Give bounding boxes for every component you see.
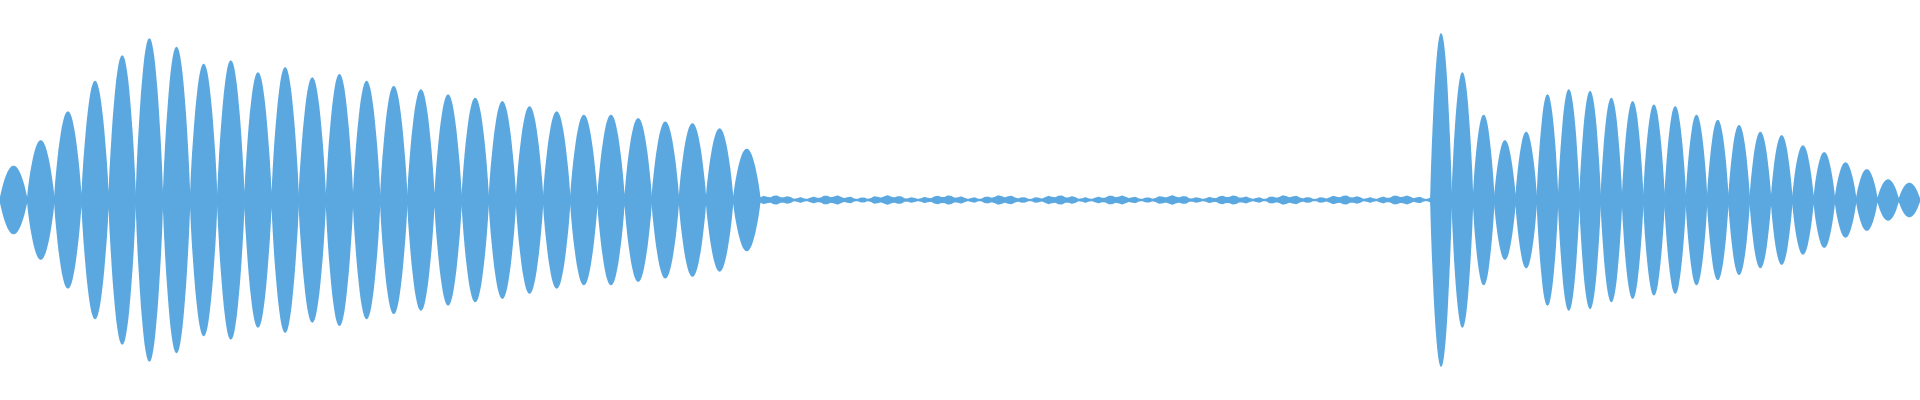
waveform-silence <box>760 195 1431 205</box>
waveform-pulse <box>597 114 625 286</box>
waveform-pulse <box>651 121 680 279</box>
waveform-pulse <box>407 89 435 311</box>
waveform-pulse <box>1855 169 1878 231</box>
waveform-pulse <box>1579 90 1601 310</box>
waveform-pulse <box>624 118 652 282</box>
waveform-pulse <box>379 85 408 315</box>
waveform-pulse <box>216 60 245 340</box>
waveform-pulse <box>1792 145 1814 255</box>
waveform-pulse <box>1472 114 1495 286</box>
waveform-pulse <box>271 67 299 333</box>
waveform-pulse <box>189 63 218 337</box>
waveform-pulse <box>569 114 598 286</box>
waveform-pulse <box>1536 94 1559 306</box>
waveform-pulse <box>1749 131 1772 269</box>
waveform-pulse <box>1621 101 1644 299</box>
waveform-pulse <box>162 46 191 354</box>
waveform-pulse <box>1515 131 1538 269</box>
waveform-pulse <box>1770 135 1793 265</box>
waveform-pulse <box>244 72 272 328</box>
waveform-pulse <box>26 140 55 260</box>
waveform-pulse <box>135 38 164 362</box>
waveform-pulse <box>542 111 571 289</box>
waveform-pulse <box>352 80 381 320</box>
waveform-pulse <box>1877 179 1899 221</box>
waveform-pulse <box>1494 140 1516 260</box>
waveform-pulse <box>1834 162 1857 238</box>
waveform-pulse <box>1813 152 1836 248</box>
waveform-pulse <box>461 97 490 303</box>
waveform-pulse <box>1600 97 1623 303</box>
waveform-pulse <box>1557 89 1580 311</box>
waveform-pulse <box>298 77 327 323</box>
waveform-pulse <box>1664 106 1687 294</box>
waveform-pulse <box>1685 114 1708 286</box>
waveform-pulse <box>108 55 137 345</box>
waveform-pulse <box>1430 32 1452 368</box>
waveform-pulse <box>732 148 761 252</box>
waveform-pulse <box>54 111 82 289</box>
waveform-pulse <box>488 101 517 299</box>
waveform-pulse <box>0 165 28 235</box>
waveform-pulse <box>434 94 462 306</box>
waveform-pulse <box>81 80 109 320</box>
waveform-pulse <box>1898 182 1920 218</box>
waveform-pulse <box>325 73 354 327</box>
waveform-shapes <box>0 32 1920 368</box>
waveform-pulse <box>1451 72 1474 328</box>
waveform-pulse <box>678 123 707 277</box>
waveform-pulse <box>1706 119 1729 281</box>
waveform-pulse <box>1643 104 1665 296</box>
waveform-pulse <box>705 128 734 272</box>
waveform-pulse <box>1728 124 1750 276</box>
waveform-pulse <box>515 106 544 294</box>
